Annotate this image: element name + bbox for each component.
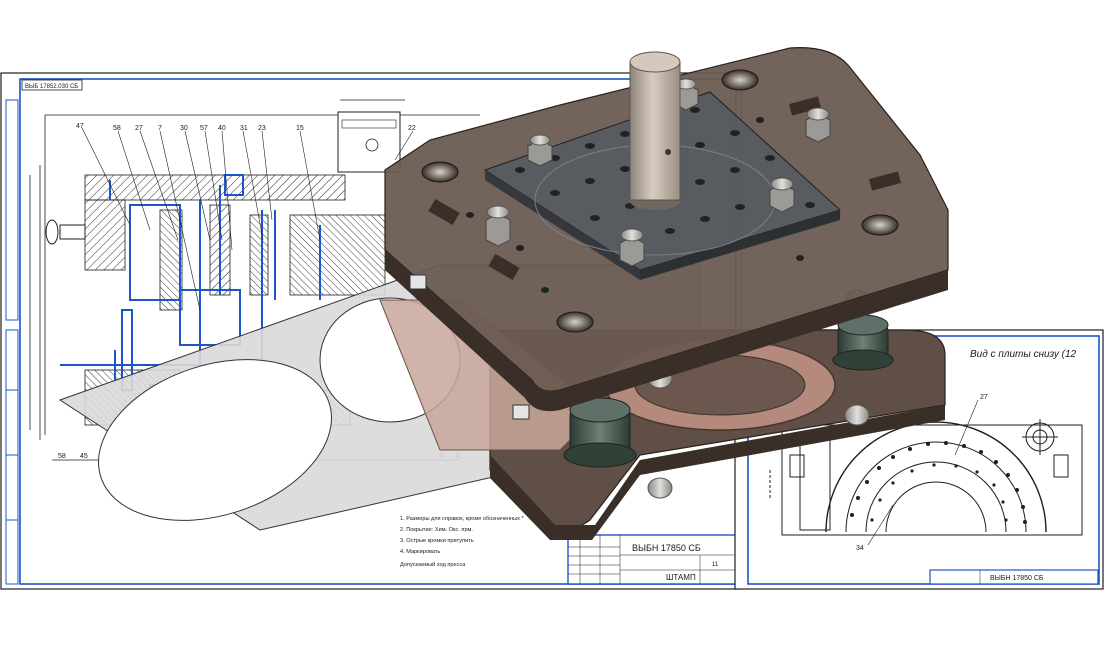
corner-holes (421, 69, 899, 333)
strip-clips (409, 274, 530, 420)
note-line: 2. Покрытие: Хим. Окс. прм. (400, 527, 473, 533)
guide-pillar (832, 314, 894, 371)
die-3d-model (379, 47, 949, 540)
sheet-number: 11 (712, 562, 719, 568)
hex-bolts (485, 78, 831, 267)
note-line: 4. Маркировать (400, 549, 440, 555)
part-label: 40 (218, 125, 226, 132)
title-block-left: ВЫБН 17850 СБ ШТАМП 11 (567, 534, 737, 585)
part-label: 47 (76, 123, 84, 130)
top-stamp-box: ВЫБ 17852.030 СБ (21, 79, 83, 91)
guide-pillar (563, 397, 637, 468)
part-label: 22 (408, 125, 416, 132)
right-leaders (867, 399, 979, 546)
top-stamp-text: ВЫБ 17852.030 СБ (25, 84, 78, 90)
view-title: Вид с плиты снизу (12 (970, 349, 1077, 360)
part-label: 23 (258, 125, 266, 132)
callout-label: 34 (856, 545, 864, 552)
shank-top (337, 111, 401, 173)
block-slots (428, 96, 902, 281)
callout-label: 27 (980, 394, 988, 401)
part-leaders (81, 127, 414, 311)
left-margin-strip (5, 99, 19, 585)
hole-pattern (850, 441, 1027, 524)
part-label: 27 (135, 125, 143, 132)
part-label: 57 (200, 125, 208, 132)
bottom-plan-view (769, 419, 1083, 536)
note-line: 1. Размеры для справок, кроме обозначенн… (400, 516, 525, 522)
part-label: 45 (80, 453, 88, 460)
part-label: 30 (180, 125, 188, 132)
title-code: ВЫБН 17850 СБ (990, 575, 1044, 582)
part-label: 58 (113, 125, 121, 132)
part-label: 7 (158, 125, 162, 132)
part-labels-top: 47 58 27 7 30 57 40 31 23 15 22 (76, 123, 416, 132)
technical-notes: 1. Размеры для справок, кроме обозначенн… (400, 516, 525, 568)
note-subtitle: Допускаемый ход пресса (400, 561, 466, 568)
note-line: 3. Острые кромки притупить (400, 538, 474, 544)
part-label: 31 (240, 125, 248, 132)
handle-knob (45, 219, 86, 245)
part-label: 58 (58, 453, 66, 460)
title-block-right: ВЫБН 17850 СБ (929, 569, 1099, 585)
title-name: ШТАМП (666, 573, 696, 582)
title-code: ВЫБН 17850 СБ (632, 543, 701, 553)
central-shank (629, 51, 681, 210)
part-label: 15 (296, 125, 304, 132)
